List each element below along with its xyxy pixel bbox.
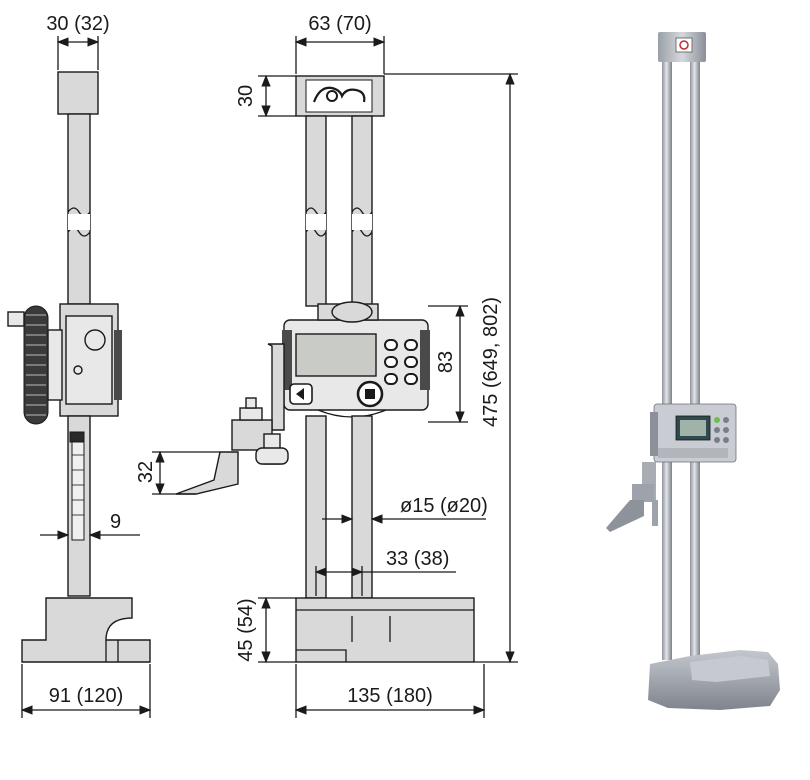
base-height-label: 45 (54) [235, 598, 257, 661]
front-view [175, 75, 475, 663]
side-top-width-label: 30 (32) [46, 13, 109, 35]
mitutoyo-logo [305, 79, 373, 113]
photo-column-right [690, 60, 700, 660]
product-photo [606, 32, 780, 710]
origin-button-icon [356, 380, 384, 408]
direction-arrow-icon [289, 383, 313, 405]
dimension-lines [20, 36, 518, 718]
scriber-arm [267, 343, 285, 431]
head-height-label: 30 [235, 85, 257, 107]
photo-column-left [662, 60, 672, 660]
side-adjust-knob [84, 329, 106, 351]
column-diameter-label: ø15 (ø20) [400, 495, 488, 517]
column-spacing-label: 33 (38) [386, 548, 449, 570]
scriber-height-label: 32 [135, 461, 157, 483]
dimension-labels: 30 (32) 63 (70) 30 475 (649, 802) 83 32 … [46, 13, 502, 707]
front-base-width-label: 135 (180) [347, 685, 433, 707]
scale-offset-label: 9 [110, 511, 121, 533]
side-top-cap [57, 71, 99, 115]
keypad [384, 339, 418, 385]
side-base [21, 597, 151, 663]
slider-height-label: 83 [435, 351, 457, 373]
front-top-width-label: 63 (70) [308, 13, 371, 35]
side-view [7, 71, 151, 663]
overall-height-label: 475 (649, 802) [480, 297, 502, 427]
front-base [295, 597, 475, 663]
scriber [175, 451, 239, 495]
side-base-width-label: 91 (120) [49, 685, 124, 707]
lcd-display [295, 333, 377, 377]
